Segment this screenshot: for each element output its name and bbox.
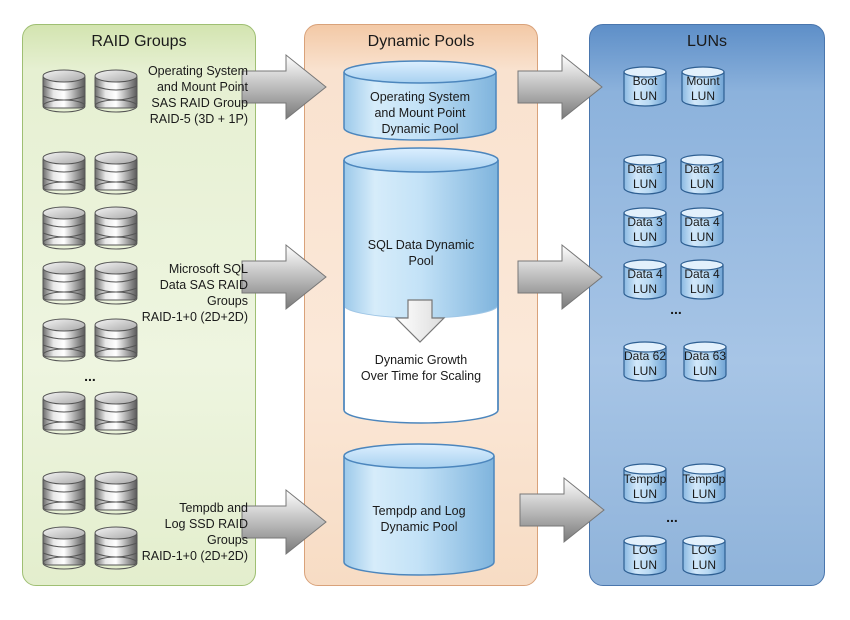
pool-os-label: Operating System and Mount Point Dynamic… [369, 90, 471, 136]
disk-icon [94, 206, 138, 250]
raid-group-tempdb-label: Tempdb and Log SSD RAID Groups RAID-1+0 … [141, 501, 248, 563]
arrow-right-icon [517, 54, 603, 120]
arrow-right-icon [519, 477, 605, 543]
os-pool-cylinder [343, 60, 497, 141]
luns-title: LUNs [686, 33, 727, 50]
pool-sql-label: SQL Data Dynamic Pool [367, 238, 475, 268]
lun-ellipsis: ... [666, 509, 678, 525]
disk-icon [42, 318, 86, 362]
pool-tempdb-label: Tempdp and Log Dynamic Pool [372, 504, 466, 534]
raid-group-sql-label: Microsoft SQL Data SAS RAID Groups RAID-… [141, 262, 248, 324]
growth-arrow-icon [394, 299, 446, 343]
disk-icon [42, 471, 86, 515]
sql-pool-cylinder [343, 147, 499, 424]
arrow-right-icon [241, 489, 327, 555]
disk-icon [42, 391, 86, 435]
arrow-right-icon [517, 244, 603, 310]
raid-group-os-label: Operating System and Mount Point SAS RAI… [147, 64, 248, 126]
lun-ellipsis: ... [670, 301, 682, 317]
raid-groups-title: RAID Groups [91, 33, 187, 50]
disk-icon [94, 318, 138, 362]
disk-icon [42, 69, 86, 113]
dynamic-pools-title: Dynamic Pools [367, 33, 475, 50]
disk-icon [42, 261, 86, 305]
disk-icon [94, 391, 138, 435]
pool-growth-label: Dynamic Growth Over Time for Scaling [360, 353, 482, 383]
disk-icon [94, 151, 138, 195]
disk-icon [42, 526, 86, 570]
raid-ellipsis: ... [84, 368, 96, 384]
arrow-right-icon [241, 54, 327, 120]
tempdb-pool-cylinder [343, 443, 495, 576]
disk-icon [42, 206, 86, 250]
arrow-right-icon [241, 244, 327, 310]
disk-icon [42, 151, 86, 195]
